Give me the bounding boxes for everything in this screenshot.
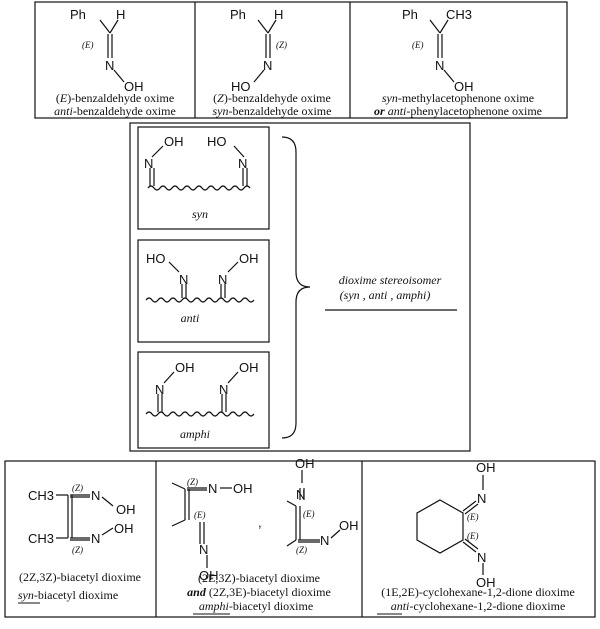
n-label: N (144, 156, 153, 171)
biacetyl-syn-caption-1: (2Z,3Z)-biacetyl dioxime (19, 570, 141, 584)
benz-z-caption-2: syn-benzaldehyde oxime (213, 104, 332, 118)
oh-label: OH (233, 481, 253, 496)
oh-label: OH (454, 79, 474, 94)
config-tag: (E) (82, 40, 94, 50)
z-tag-top: (Z) (72, 483, 83, 493)
ph-label: Ph (402, 7, 418, 22)
syn-wavy-chain (147, 185, 251, 191)
brace (281, 136, 311, 439)
h-label: H (116, 7, 125, 22)
oh-bottom: OH (114, 521, 134, 536)
oh-label: OH (175, 360, 195, 375)
benzaldehyde-z-oxime: Ph H (Z) N HO (Z)-benzaldehyde oxime syn… (213, 7, 332, 118)
ph-label: Ph (70, 7, 86, 22)
ho-label: HO (146, 251, 166, 266)
anti-diagram: HO OH N N anti (145, 251, 259, 325)
ch3-label: CH3 (446, 7, 472, 22)
anti-box (137, 239, 270, 343)
comma: , (258, 515, 262, 530)
cyclohexane-dione-dioxime: OH N (E) (E) N OH (1E,2E)-cyclohexane-1,… (377, 460, 575, 615)
syn-diagram: N N OH HO syn (144, 134, 251, 221)
bottom-row-frame (4, 460, 596, 618)
syn-box (137, 126, 270, 230)
h-label: H (274, 7, 283, 22)
ho-label: HO (231, 79, 251, 94)
ch3-bottom: CH3 (28, 531, 54, 546)
brace-label-line2: (syn , anti , amphi) (340, 288, 431, 302)
benz-e-caption-1: (E)-benzaldehyde oxime (56, 91, 174, 105)
anti-label: anti (181, 311, 200, 325)
cyclohexane-caption-2: anti-cyclohexane-1,2-dione dioxime (391, 599, 566, 613)
n-top: N (477, 491, 486, 506)
oh-label: OH (239, 251, 259, 266)
aceto-caption-1: syn-methylacetophenone oxime (382, 91, 534, 105)
config-tag: (Z) (276, 40, 287, 50)
oh-bottom: OH (476, 575, 496, 590)
config-tag: (E) (412, 40, 424, 50)
top-row (34, 1, 568, 119)
biacetyl-syn-dioxime: CH3 CH3 (Z) (Z) N N OH OH (2Z,3Z)-biacet… (18, 483, 141, 604)
oh-label: OH (124, 79, 144, 94)
e-tag: (E) (194, 510, 206, 520)
oh-top: OH (116, 502, 136, 517)
oh-top: OH (476, 460, 496, 475)
n-label: N (199, 542, 208, 557)
n-bottom: N (477, 550, 486, 565)
biacetyl-syn-caption-2: syn-biacetyl dioxime (18, 588, 118, 602)
n-label: N (179, 272, 188, 287)
n-label: N (218, 272, 227, 287)
brace-label-line1: dioxime stereoisomer (339, 273, 442, 287)
n-label: N (263, 58, 272, 73)
oh-label: OH (295, 456, 315, 471)
e-tag-top: (E) (467, 512, 479, 522)
oh-label: OH (199, 568, 219, 583)
n-label: N (296, 487, 305, 502)
acetophenone-oxime: Ph CH3 (E) N OH syn-methylacetophenone o… (374, 7, 542, 118)
n-label: N (238, 156, 247, 171)
anti-wavy-chain (145, 297, 255, 303)
benz-z-caption-1: (Z)-benzaldehyde oxime (213, 91, 331, 105)
z-tag: (Z) (187, 477, 198, 487)
bottom-row (4, 460, 596, 618)
n-label: N (208, 481, 217, 496)
n-top: N (91, 488, 100, 503)
amphi-box (137, 351, 270, 449)
middle-panel (129, 122, 471, 452)
z-tag-bottom: (Z) (72, 545, 83, 555)
amphi-diagram: OH OH N N amphi (145, 360, 259, 441)
amphi-label: amphi (180, 427, 210, 441)
biacetyl-amphi-caption-2: and (2Z,3E)-biacetyl dioxime (187, 585, 331, 599)
cyclohexane-caption-1: (1E,2E)-cyclohexane-1,2-dione dioxime (381, 585, 575, 599)
n-bottom: N (91, 531, 100, 546)
benz-e-caption-2: anti-benzaldehyde oxime (54, 104, 176, 118)
z-tag: (Z) (296, 545, 307, 555)
oh-label: OH (339, 518, 359, 533)
ch3-top: CH3 (28, 488, 54, 503)
cyclohexane-ring (416, 499, 464, 554)
ho-label: HO (207, 134, 227, 149)
n-label: N (155, 382, 164, 397)
syn-label: syn (192, 207, 208, 221)
oh-label: OH (164, 134, 184, 149)
biacetyl-amphi-caption-1: (2E,3Z)-biacetyl dioxime (198, 571, 320, 585)
amphi-wavy-chain (145, 411, 255, 417)
n-label: N (435, 58, 444, 73)
top-row-frame (34, 1, 568, 119)
benzaldehyde-e-oxime: Ph H (E) N OH (E)-benzaldehyde oxime ant… (54, 7, 176, 118)
biacetyl-amphi-dioxime: (Z) (E) N OH N OH , OH N (E) (Z) N OH (2… (171, 456, 359, 615)
ph-label: Ph (230, 7, 246, 22)
middle-frame (129, 122, 471, 452)
biacetyl-amphi-caption-3: amphi-biacetyl dioxime (199, 599, 313, 613)
e-tag: (E) (303, 509, 315, 519)
oh-label: OH (239, 360, 259, 375)
n-label: N (219, 382, 228, 397)
n-label: N (320, 533, 329, 548)
e-tag-bottom: (E) (467, 531, 479, 541)
aceto-caption-2: or anti-phenylacetophenone oxime (374, 104, 542, 118)
n-label: N (105, 58, 114, 73)
